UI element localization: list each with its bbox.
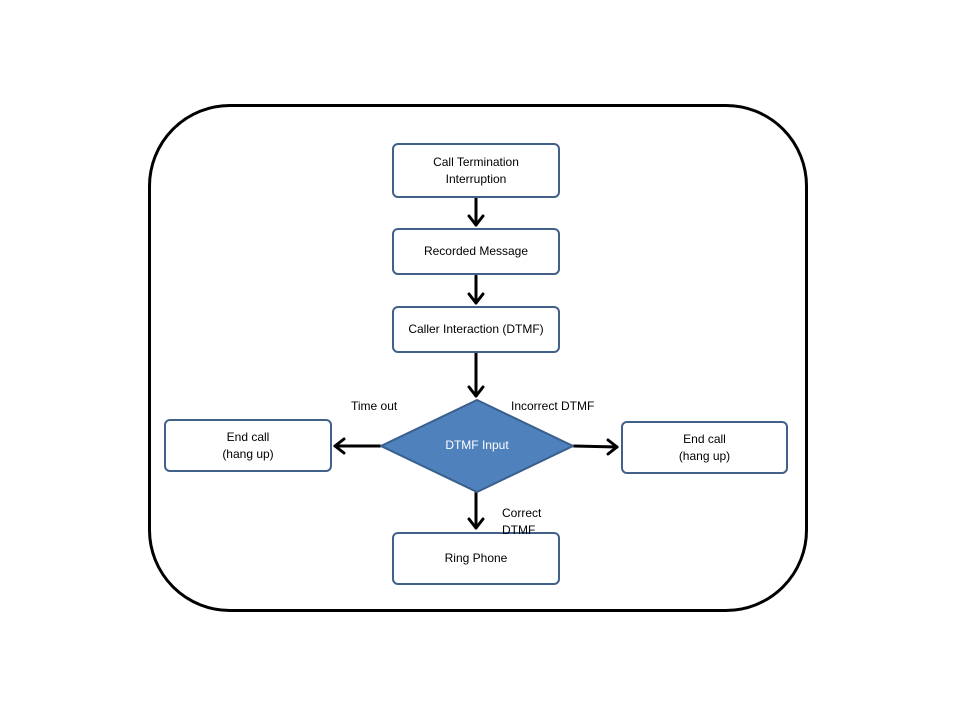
end-call-right-node[interactable]: End call (hang up) <box>621 421 788 474</box>
correct-dtmf-label: Correct DTMF <box>502 506 542 537</box>
arrowhead-dtmf-to-end-left <box>333 437 346 455</box>
incorrect-dtmf-label: Incorrect DTMF <box>511 399 595 413</box>
dtmf-input-decision[interactable] <box>380 399 574 493</box>
arrowhead-message-to-interaction <box>467 292 485 305</box>
end-call-left-node[interactable]: End call (hang up) <box>164 419 332 472</box>
arrow-dtmf-to-end-right <box>572 444 619 449</box>
arrowhead-interaction-to-dtmf <box>467 385 485 398</box>
call-termination-node[interactable]: Call Termination Interruption <box>392 143 560 198</box>
arrowhead-dtmf-to-end-right <box>606 438 619 456</box>
decision-diamond-shape <box>380 399 574 493</box>
caller-interaction-node[interactable]: Caller Interaction (DTMF) <box>392 306 560 353</box>
recorded-message-node[interactable]: Recorded Message <box>392 228 560 275</box>
arrowhead-dtmf-to-ring <box>467 517 485 530</box>
time-out-label: Time out <box>351 399 398 413</box>
ring-phone-node[interactable]: Ring Phone <box>392 532 560 585</box>
arrowhead-termination-to-message <box>467 214 485 227</box>
diagram-frame <box>148 104 808 612</box>
